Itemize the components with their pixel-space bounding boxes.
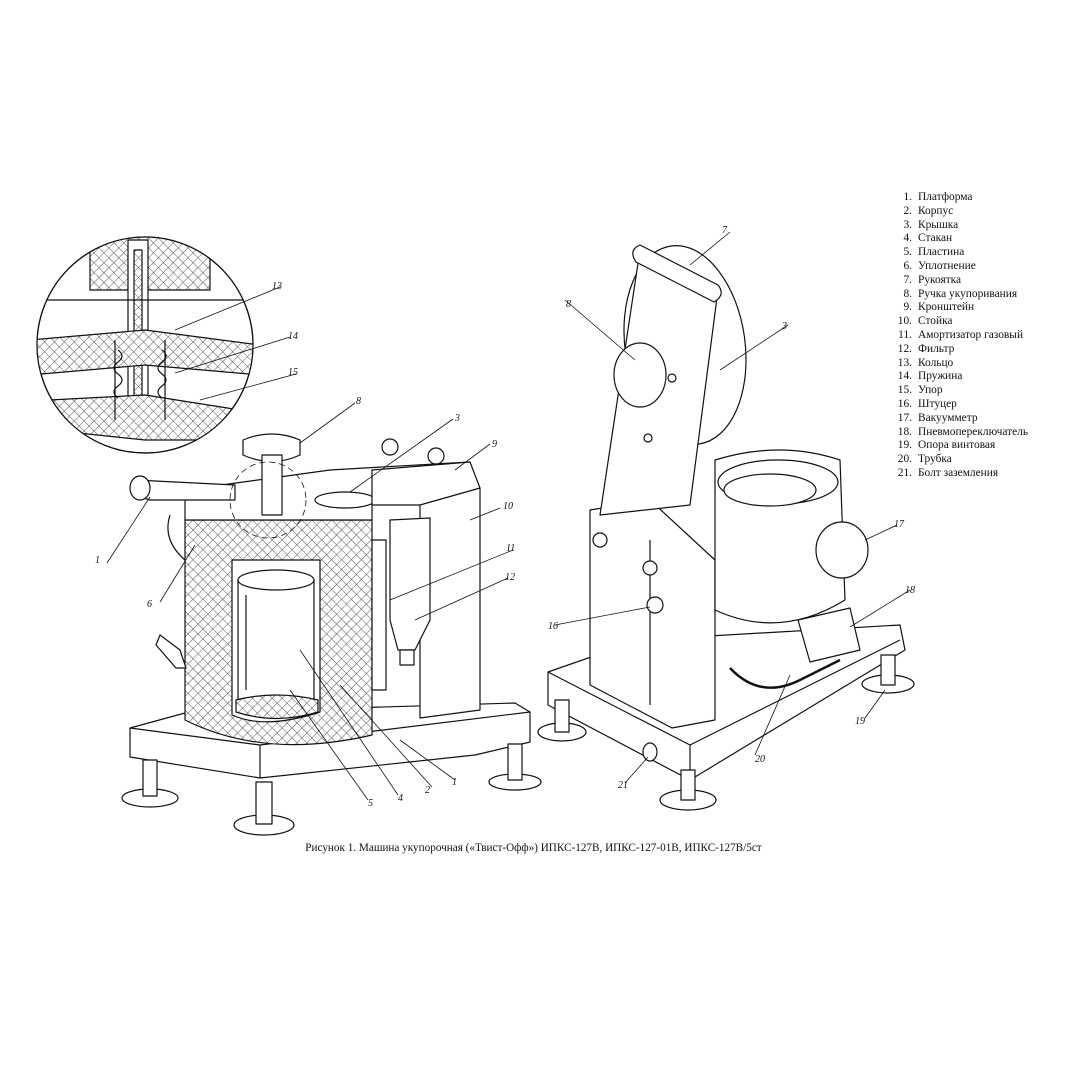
legend-item: 14.Пружина bbox=[897, 370, 963, 383]
callout-7: 7 bbox=[722, 225, 728, 236]
callout-14: 14 bbox=[288, 331, 298, 342]
plate bbox=[235, 694, 319, 720]
legend-item: 19.Опора винтовая bbox=[897, 439, 996, 452]
legend-item: 9.Кронштейн bbox=[903, 301, 975, 314]
parts-legend: 1.Платформа 2.Корпус 3.Крышка 4.Стакан 5… bbox=[895, 191, 1028, 481]
legend-item: 7.Рукоятка bbox=[903, 273, 962, 286]
vacuum-gauge bbox=[815, 521, 869, 579]
fitting bbox=[646, 596, 664, 614]
legend-item: 2.Корпус bbox=[903, 204, 954, 217]
legend-item: 20.Трубка bbox=[897, 453, 952, 466]
callout-4: 4 bbox=[398, 793, 403, 804]
seal bbox=[167, 514, 186, 561]
ground-bolt bbox=[642, 742, 658, 762]
callout-21: 21 bbox=[618, 780, 628, 791]
legend-item: 6.Уплотнение bbox=[903, 259, 976, 272]
callout-20: 20 bbox=[755, 754, 765, 765]
handle-bar-right bbox=[632, 244, 722, 303]
callout-3b: 3 bbox=[781, 321, 787, 332]
capping-knob-right bbox=[613, 342, 667, 408]
zoom-detail-view bbox=[36, 236, 307, 539]
callout-3a: 3 bbox=[454, 413, 460, 424]
legend-item: 10.Стойка bbox=[897, 315, 953, 328]
cup bbox=[237, 571, 315, 706]
callout-9: 9 bbox=[492, 439, 497, 450]
callout-12: 12 bbox=[505, 572, 515, 583]
legend-item: 16.Штуцер bbox=[897, 397, 957, 410]
callout-6: 6 bbox=[147, 599, 152, 610]
callout-13: 13 bbox=[272, 281, 282, 292]
callout-8b: 8 bbox=[566, 299, 571, 310]
legend-item: 13.Кольцо bbox=[897, 356, 954, 369]
gas-damper bbox=[371, 539, 387, 691]
callout-numbers: 1 6 8 3 9 10 11 12 5 4 2 1 13 14 15 7 8 … bbox=[95, 225, 915, 809]
legend-item: 5.Пластина bbox=[903, 246, 965, 259]
right-machine-view bbox=[537, 244, 915, 811]
figure-caption: Рисунок 1. Машина укупорочная («Твист-Оф… bbox=[305, 842, 762, 854]
post bbox=[589, 499, 716, 729]
callout-18: 18 bbox=[905, 585, 915, 596]
callout-16: 16 bbox=[548, 621, 558, 632]
legend-item: 12.Фильтр bbox=[897, 342, 955, 355]
legend-item: 3.Крышка bbox=[903, 218, 959, 231]
left-machine-sectional-view bbox=[121, 433, 542, 836]
filter bbox=[389, 517, 431, 651]
legend-item: 15.Упор bbox=[897, 384, 943, 397]
callout-19: 19 bbox=[855, 716, 865, 727]
legend-item: 4.Стакан bbox=[903, 232, 953, 245]
legend-item: 1.Платформа bbox=[903, 191, 973, 203]
callout-11: 11 bbox=[506, 543, 515, 554]
callout-15: 15 bbox=[288, 367, 298, 378]
tube bbox=[729, 658, 841, 689]
legend-item: 17.Вакуумметр bbox=[897, 411, 978, 424]
capping-knob bbox=[242, 433, 301, 463]
legend-item: 11.Амортизатор газовый bbox=[898, 328, 1024, 341]
callout-10: 10 bbox=[503, 501, 513, 512]
legend-item: 8.Ручка укупоривания bbox=[903, 287, 1018, 300]
callout-1a: 1 bbox=[95, 555, 100, 566]
callout-17: 17 bbox=[894, 519, 905, 530]
callout-5: 5 bbox=[368, 798, 373, 809]
pneumatic-switch bbox=[797, 607, 861, 663]
legend-item: 18.Пневмопереключатель bbox=[897, 425, 1029, 438]
callout-8a: 8 bbox=[356, 396, 361, 407]
legend-item: 21.Болт заземления bbox=[897, 466, 999, 479]
callout-1b: 1 bbox=[452, 777, 457, 788]
callout-2: 2 bbox=[425, 785, 430, 796]
leader-lines bbox=[106, 231, 911, 801]
screw-feet-left bbox=[121, 743, 542, 836]
